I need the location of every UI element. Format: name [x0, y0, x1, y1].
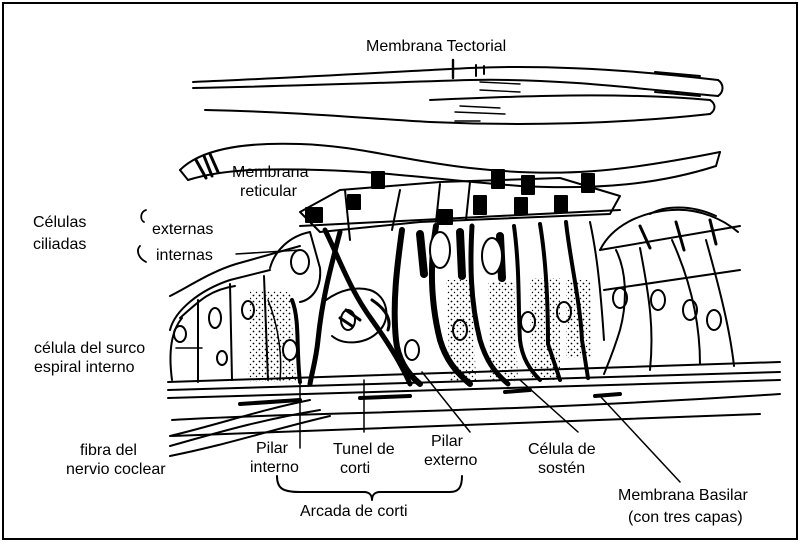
label-fibra-line2: nervio coclear	[66, 460, 166, 479]
label-pilar-externo-line2: externo	[424, 451, 477, 470]
label-fibra-line1: fibra del	[80, 441, 137, 460]
label-celulas-ciliadas-line1: Células	[33, 213, 86, 232]
arcada-bracket	[277, 476, 462, 500]
label-pilar-externo-line1: Pilar	[431, 432, 463, 451]
hensen-claudius-cells	[600, 208, 740, 375]
label-basilar-line2: (con tres capas)	[628, 508, 743, 527]
label-membrana-tectorial: Membrana Tectorial	[366, 37, 506, 56]
label-sosten-line1: Célula de	[528, 440, 596, 459]
label-pilar-interno-line1: Pilar	[256, 439, 288, 458]
label-basilar-line1: Membrana Basilar	[618, 486, 748, 505]
label-externas: externas	[152, 220, 213, 239]
label-tunel-line1: Tunel de	[333, 440, 395, 459]
nerve-fiber-bundle	[170, 400, 330, 456]
label-sosten-line2: sostén	[538, 459, 585, 478]
label-membrana-reticular-line2: reticular	[240, 182, 297, 201]
label-arcada-de-corti: Arcada de corti	[300, 502, 408, 521]
label-internas: internas	[156, 246, 213, 265]
outer-hair-cells	[395, 222, 604, 384]
label-tunel-line2: corti	[340, 459, 370, 478]
ciliadas-brace	[138, 210, 146, 262]
label-pilar-interno-line2: interno	[250, 458, 299, 477]
label-surco-line1: célula del surco	[34, 339, 145, 358]
label-surco-line2: espiral interno	[34, 358, 135, 377]
label-membrana-reticular-line1: Membrana	[232, 163, 308, 182]
label-celulas-ciliadas-line2: ciliadas	[33, 235, 86, 254]
